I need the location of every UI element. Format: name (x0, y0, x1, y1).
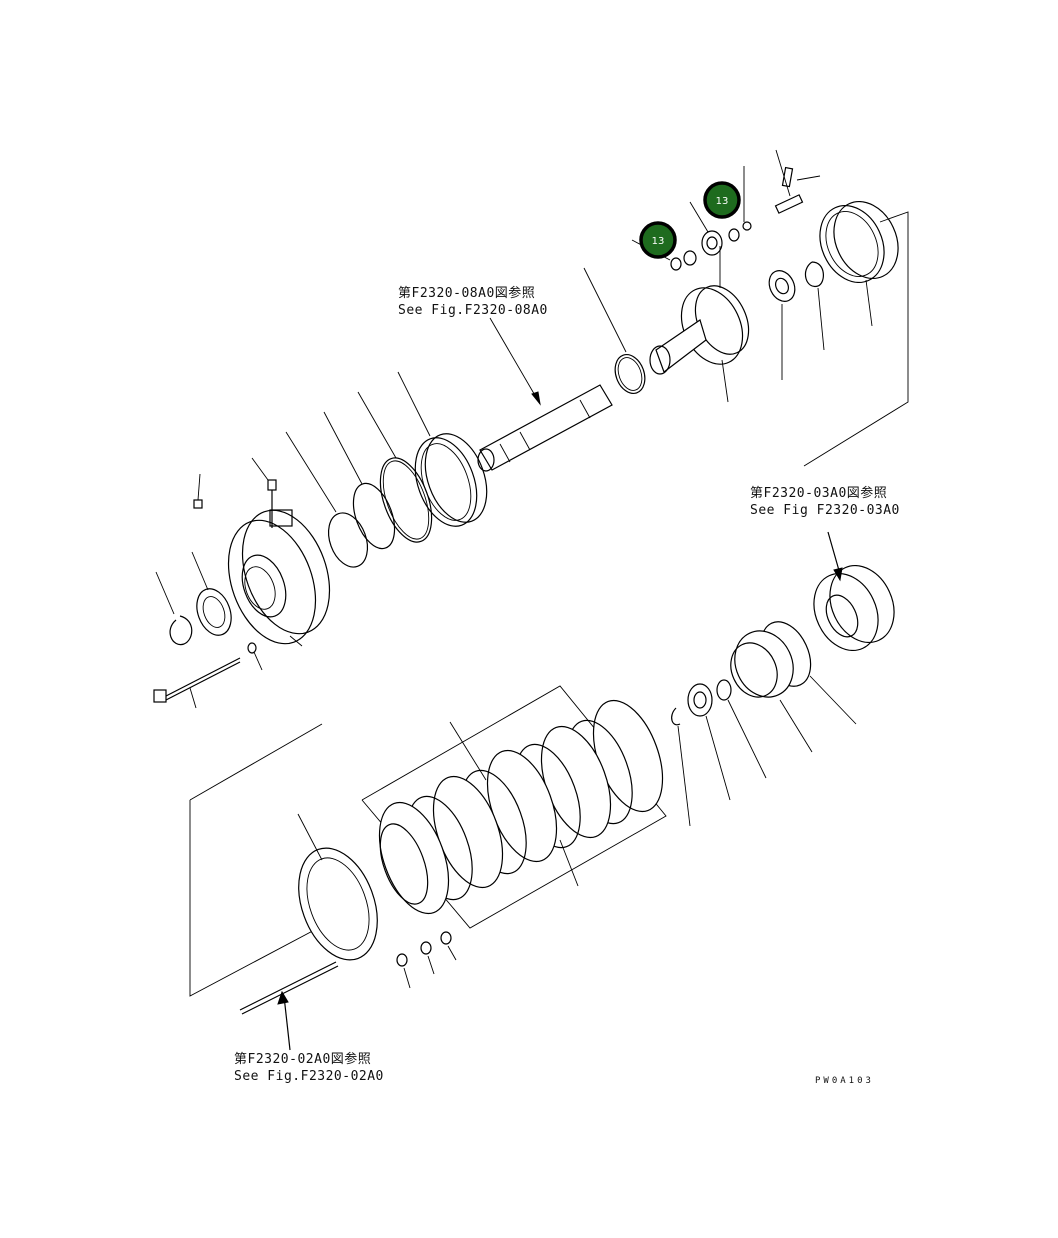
housing-part (227, 509, 331, 647)
spring-part (396, 931, 457, 989)
drawing-code: PW0A103 (815, 1076, 874, 1086)
snap-ring-part (583, 267, 646, 394)
seal-ring-part (379, 457, 433, 543)
input-shaft-part (477, 384, 613, 472)
oil-seal-part (191, 551, 232, 636)
clutch-disc-pack (378, 699, 664, 915)
callout-13-left[interactable]: 13 (639, 221, 677, 259)
long-bolt-part (153, 657, 241, 709)
carrier-hub-part (649, 246, 750, 403)
reference-fig08-jp: 第F2320-08A0図参照 (398, 286, 536, 301)
callout-13-right[interactable]: 13 (703, 181, 741, 219)
bushing-part (701, 230, 723, 256)
reference-fig02-en: See Fig.F2320-02A0 (234, 1069, 384, 1084)
callout-label: 13 (716, 196, 729, 207)
bolt-plug-part (193, 457, 277, 528)
callout-label: 13 (652, 236, 665, 247)
reference-fig08-en: See Fig.F2320-08A0 (398, 303, 548, 318)
needle-bearing-part (687, 683, 731, 801)
ring-gear-part (819, 200, 899, 327)
reference-fig03-en: See Fig F2320-03A0 (750, 503, 900, 518)
clutch-drum-part (813, 564, 895, 652)
reference-fig02-jp: 第F2320-02A0図参照 (234, 1052, 372, 1067)
clutch-hub-part (730, 630, 813, 753)
bearing-part (768, 270, 796, 302)
end-plate-part (297, 813, 378, 961)
reference-fig03-jp: 第F2320-03A0図参照 (750, 486, 888, 501)
pin-part (774, 149, 821, 214)
tie-rod-part (239, 961, 339, 1051)
